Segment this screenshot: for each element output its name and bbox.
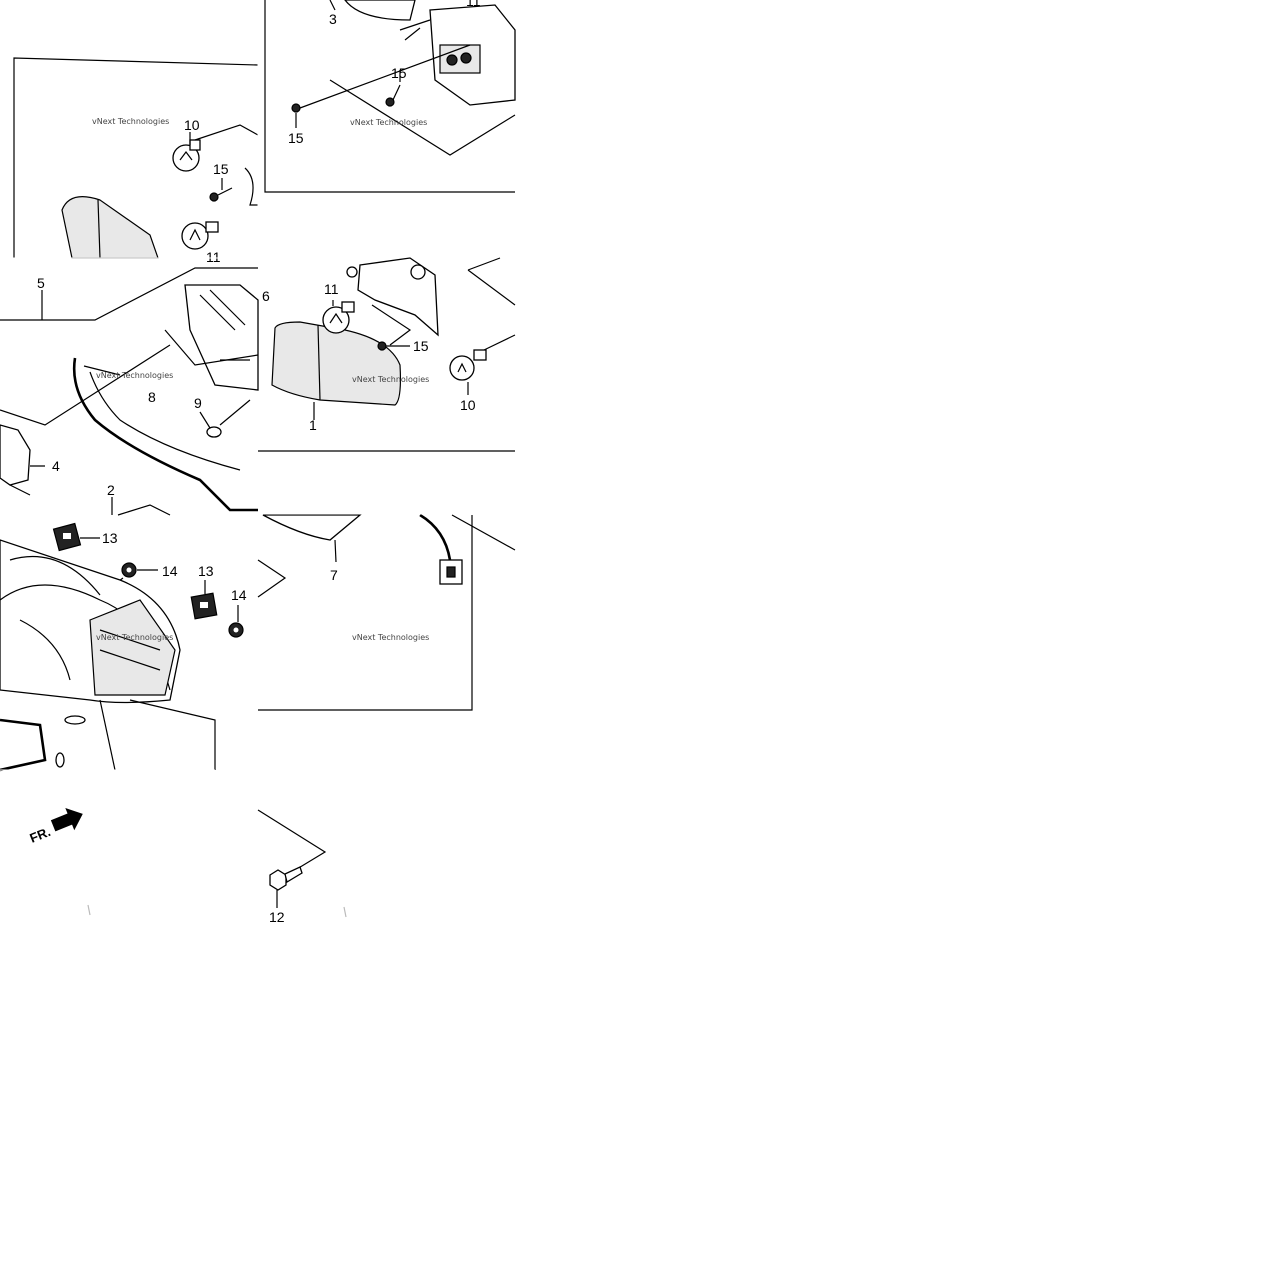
watermark-text: vNext Technologies xyxy=(96,633,173,642)
watermark-text: vNext Technologies xyxy=(92,117,169,126)
screw-icon xyxy=(385,97,395,107)
socket-plate xyxy=(357,257,439,337)
tile-top-left: 10 15 11 vNext Technologies xyxy=(13,57,259,265)
callout-14: 14 xyxy=(162,563,178,579)
callout-2: 2 xyxy=(107,482,115,498)
callout-14: 14 xyxy=(231,587,247,603)
callout-7: 7 xyxy=(330,567,338,583)
callout-6: 6 xyxy=(262,288,270,304)
taillight-lens-top xyxy=(344,0,416,21)
callout-4: 4 xyxy=(52,458,60,474)
turn-signal-lens xyxy=(61,196,159,259)
turn-signal-lens xyxy=(271,321,402,406)
bulb-icon xyxy=(172,144,200,172)
direction-label: FR. xyxy=(28,824,53,846)
watermark-text: vNext Technologies xyxy=(352,375,429,384)
callout-12: 12 xyxy=(269,909,285,925)
front-direction-arrow: FR. xyxy=(28,807,83,846)
callout-15: 15 xyxy=(391,65,407,81)
lens-rim xyxy=(262,514,362,541)
callout-10: 10 xyxy=(460,397,476,413)
bulb-icon xyxy=(181,222,209,250)
callout-13: 13 xyxy=(198,563,214,579)
watermark-text: vNext Technologies xyxy=(350,118,427,127)
wire-harness xyxy=(419,513,452,561)
callout-15: 15 xyxy=(288,130,304,146)
watermark-text: vNext Technologies xyxy=(96,371,173,380)
callout-9: 9 xyxy=(194,395,202,411)
tile-lower-left: 13 14 13 14 vNext Technologies xyxy=(0,522,287,772)
tile-middle-right: 11 15 1 10 vNext Technologies xyxy=(258,257,516,452)
callout-11: 11 xyxy=(206,249,221,265)
screw-icon xyxy=(291,103,301,113)
bulb-icon xyxy=(322,306,350,334)
callout-11: 11 xyxy=(324,281,339,297)
tile-middle-left: 5 6 8 9 4 2 vNext Technologies xyxy=(0,267,270,516)
tile-bottom: FR. 12 xyxy=(28,807,347,925)
screw-icon xyxy=(209,192,219,202)
callout-8: 8 xyxy=(148,389,156,405)
callout-3: 3 xyxy=(329,11,337,27)
arrow-icon xyxy=(50,807,83,832)
callout-5: 5 xyxy=(37,275,45,291)
callout-10: 10 xyxy=(184,117,200,133)
small-bulb-icon xyxy=(206,426,222,438)
tile-lower-right: 7 vNext Technologies xyxy=(258,513,516,711)
bulb-icon xyxy=(449,355,475,381)
callout-11: 11 xyxy=(466,0,481,9)
bolt-icon xyxy=(269,869,287,891)
socket-assembly xyxy=(0,424,31,486)
callout-15: 15 xyxy=(413,338,429,354)
watermark-text: vNext Technologies xyxy=(352,633,429,642)
screw-icon xyxy=(377,341,387,351)
rear-bracket xyxy=(184,284,259,391)
gasket xyxy=(72,357,258,512)
callout-1: 1 xyxy=(309,417,317,433)
callout-15: 15 xyxy=(213,161,229,177)
callout-13: 13 xyxy=(102,530,118,546)
tile-top-right: 3 11 15 15 vNext Technologies xyxy=(264,0,516,193)
